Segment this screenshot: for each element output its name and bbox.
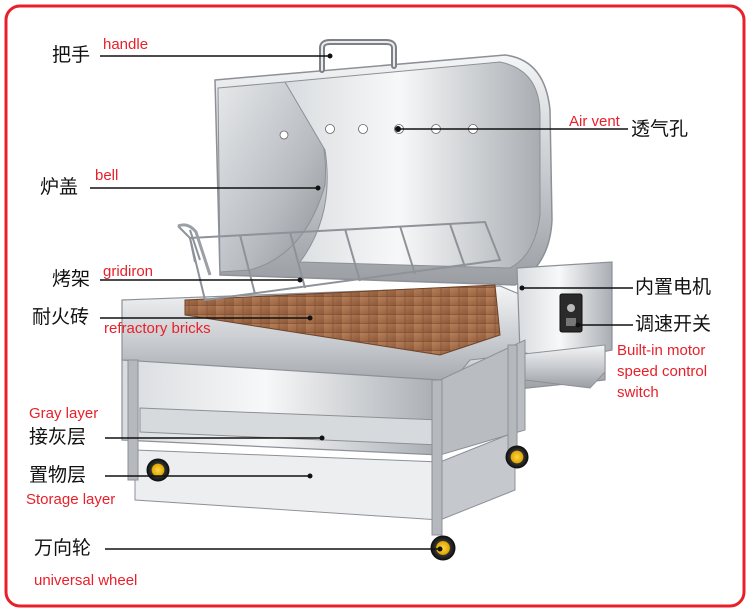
air-vent-label-zh: 透气孔 <box>631 118 689 140</box>
motor-label-zh: 内置电机 <box>635 276 712 298</box>
universal-wheels <box>146 445 529 561</box>
refractory-bricks-label-en: refractory bricks <box>104 320 211 337</box>
refractory-bricks-label-zh: 耐火砖 <box>32 306 90 328</box>
speed-switch-label-en-line1: speed control <box>617 363 708 380</box>
universal-wheel-label-en: universal wheel <box>34 572 138 589</box>
storage-layer-label-zh: 置物层 <box>29 464 87 486</box>
red-border-frame <box>4 4 746 608</box>
speed-control-panel <box>559 293 583 333</box>
gray-layer-label-zh: 接灰层 <box>29 426 87 448</box>
handle-label-zh: 把手 <box>52 44 91 66</box>
air-vent-label-en: Air vent <box>569 113 620 130</box>
refractory-brick-bed <box>184 284 501 356</box>
gridiron-label-zh: 烤架 <box>52 268 91 290</box>
crank-handle <box>177 223 212 276</box>
gray-layer-label-en: Gray layer <box>29 405 99 422</box>
speed-switch-label-en-line2: switch <box>617 384 659 401</box>
universal-wheel-label-zh: 万向轮 <box>34 537 92 559</box>
storage-layer-label-en: Storage layer <box>26 491 116 508</box>
bell-label-zh: 炉盖 <box>40 176 79 198</box>
bell-label-en: bell <box>95 167 119 184</box>
speed-switch-label-zh: 调速开关 <box>635 313 712 335</box>
handle-label-en: handle <box>103 36 149 53</box>
motor-label-en: Built-in motor <box>617 342 706 359</box>
gridiron-label-en: gridiron <box>103 263 154 280</box>
storage-shelf <box>134 449 441 521</box>
motor-switch-label-en: Built-in motor speed control switch <box>617 340 707 403</box>
